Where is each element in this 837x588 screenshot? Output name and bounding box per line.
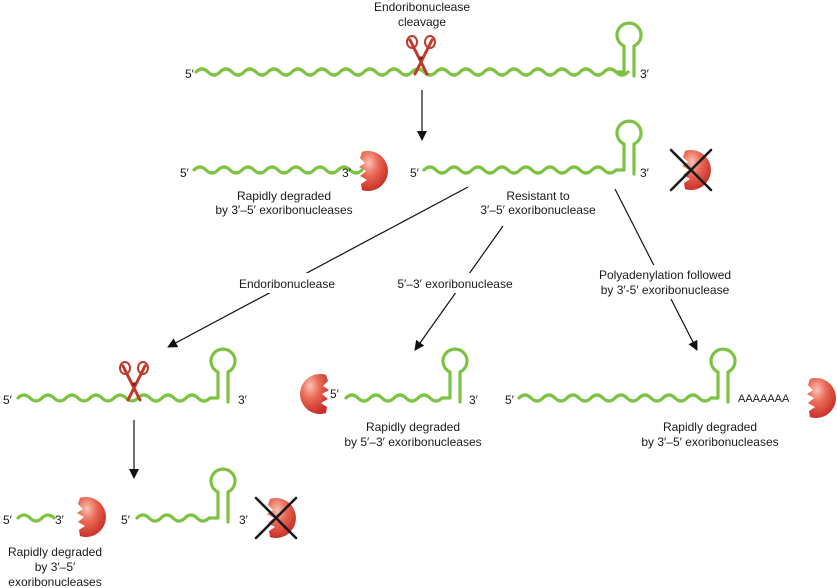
three-prime-label: 3′ — [469, 393, 479, 407]
cleavage-label-line2: cleavage — [398, 15, 446, 29]
three-prime-label: 3′ — [342, 166, 352, 180]
mrna-branch-endo — [16, 347, 237, 404]
mrna-fragment-left — [192, 165, 364, 175]
five-prime-label: 5′ — [410, 166, 420, 180]
five-prime-label: 5′ — [330, 387, 340, 401]
branch-endo-label: Endoribonuclease — [239, 277, 335, 291]
branch-polya-label-line2: by 3′-5′ exoribonuclease — [601, 283, 730, 297]
exonuclease-icon — [77, 497, 106, 537]
branch-label-bg — [383, 273, 527, 293]
exonuclease-icon — [807, 378, 836, 418]
mrna-bottom-right-fragment — [135, 467, 237, 524]
bottom-degraded-label-line1: Rapidly degraded — [8, 545, 102, 559]
three-prime-label: 3′ — [238, 393, 248, 407]
right-degraded-label-line1: Rapidly degraded — [663, 420, 757, 434]
five-prime-label: 5′ — [3, 513, 13, 527]
resistant-label-line2: 3′–5′ exoribonuclease — [480, 203, 596, 217]
mid-degraded-label-line2: by 5′–3′ exoribonucleases — [344, 435, 481, 449]
branch-label-bg — [228, 273, 346, 293]
branch-53-label: 5′–3′ exoribonuclease — [397, 277, 513, 291]
polya-tail-label: AAAAAAA — [738, 393, 790, 405]
bottom-degraded-label-line2: by 3′–5′ — [35, 560, 76, 574]
arrow-to-endo-branch — [167, 186, 469, 348]
left-fragment-label-line1: Rapidly degraded — [237, 189, 331, 203]
branch-polya-label-line1: Polyadenylation followed — [599, 268, 731, 282]
five-prime-label: 5′ — [185, 67, 195, 81]
mrna-branch-53 — [344, 347, 469, 404]
mrna-branch-polya — [517, 347, 737, 404]
cleavage-label-line1: Endoribonuclease — [374, 0, 470, 14]
mrna-bottom-left-fragment — [16, 513, 56, 523]
right-degraded-label-line2: by 3′–5′ exoribonucleases — [641, 435, 778, 449]
three-prime-label: 3′ — [640, 67, 650, 81]
five-prime-label: 5′ — [180, 166, 190, 180]
five-prime-label: 5′ — [121, 513, 131, 527]
resistant-label-line1: Resistant to — [506, 189, 570, 203]
three-prime-label: 3′ — [55, 513, 65, 527]
exonuclease-icon — [300, 374, 329, 414]
three-prime-label: 3′ — [239, 513, 249, 527]
left-fragment-label-line2: by 3′–5′ exoribonucleases — [215, 203, 352, 217]
mid-degraded-label-line1: Rapidly degraded — [366, 420, 460, 434]
three-prime-label: 3′ — [640, 166, 650, 180]
five-prime-label: 5′ — [505, 393, 515, 407]
mrna-top — [194, 21, 643, 78]
exonuclease-icon — [359, 151, 388, 191]
branch-label-bg — [583, 265, 747, 299]
bottom-degraded-label-line3: exoribonucleases — [8, 575, 101, 588]
mrna-fragment-right — [422, 119, 643, 176]
five-prime-label: 5′ — [3, 393, 13, 407]
